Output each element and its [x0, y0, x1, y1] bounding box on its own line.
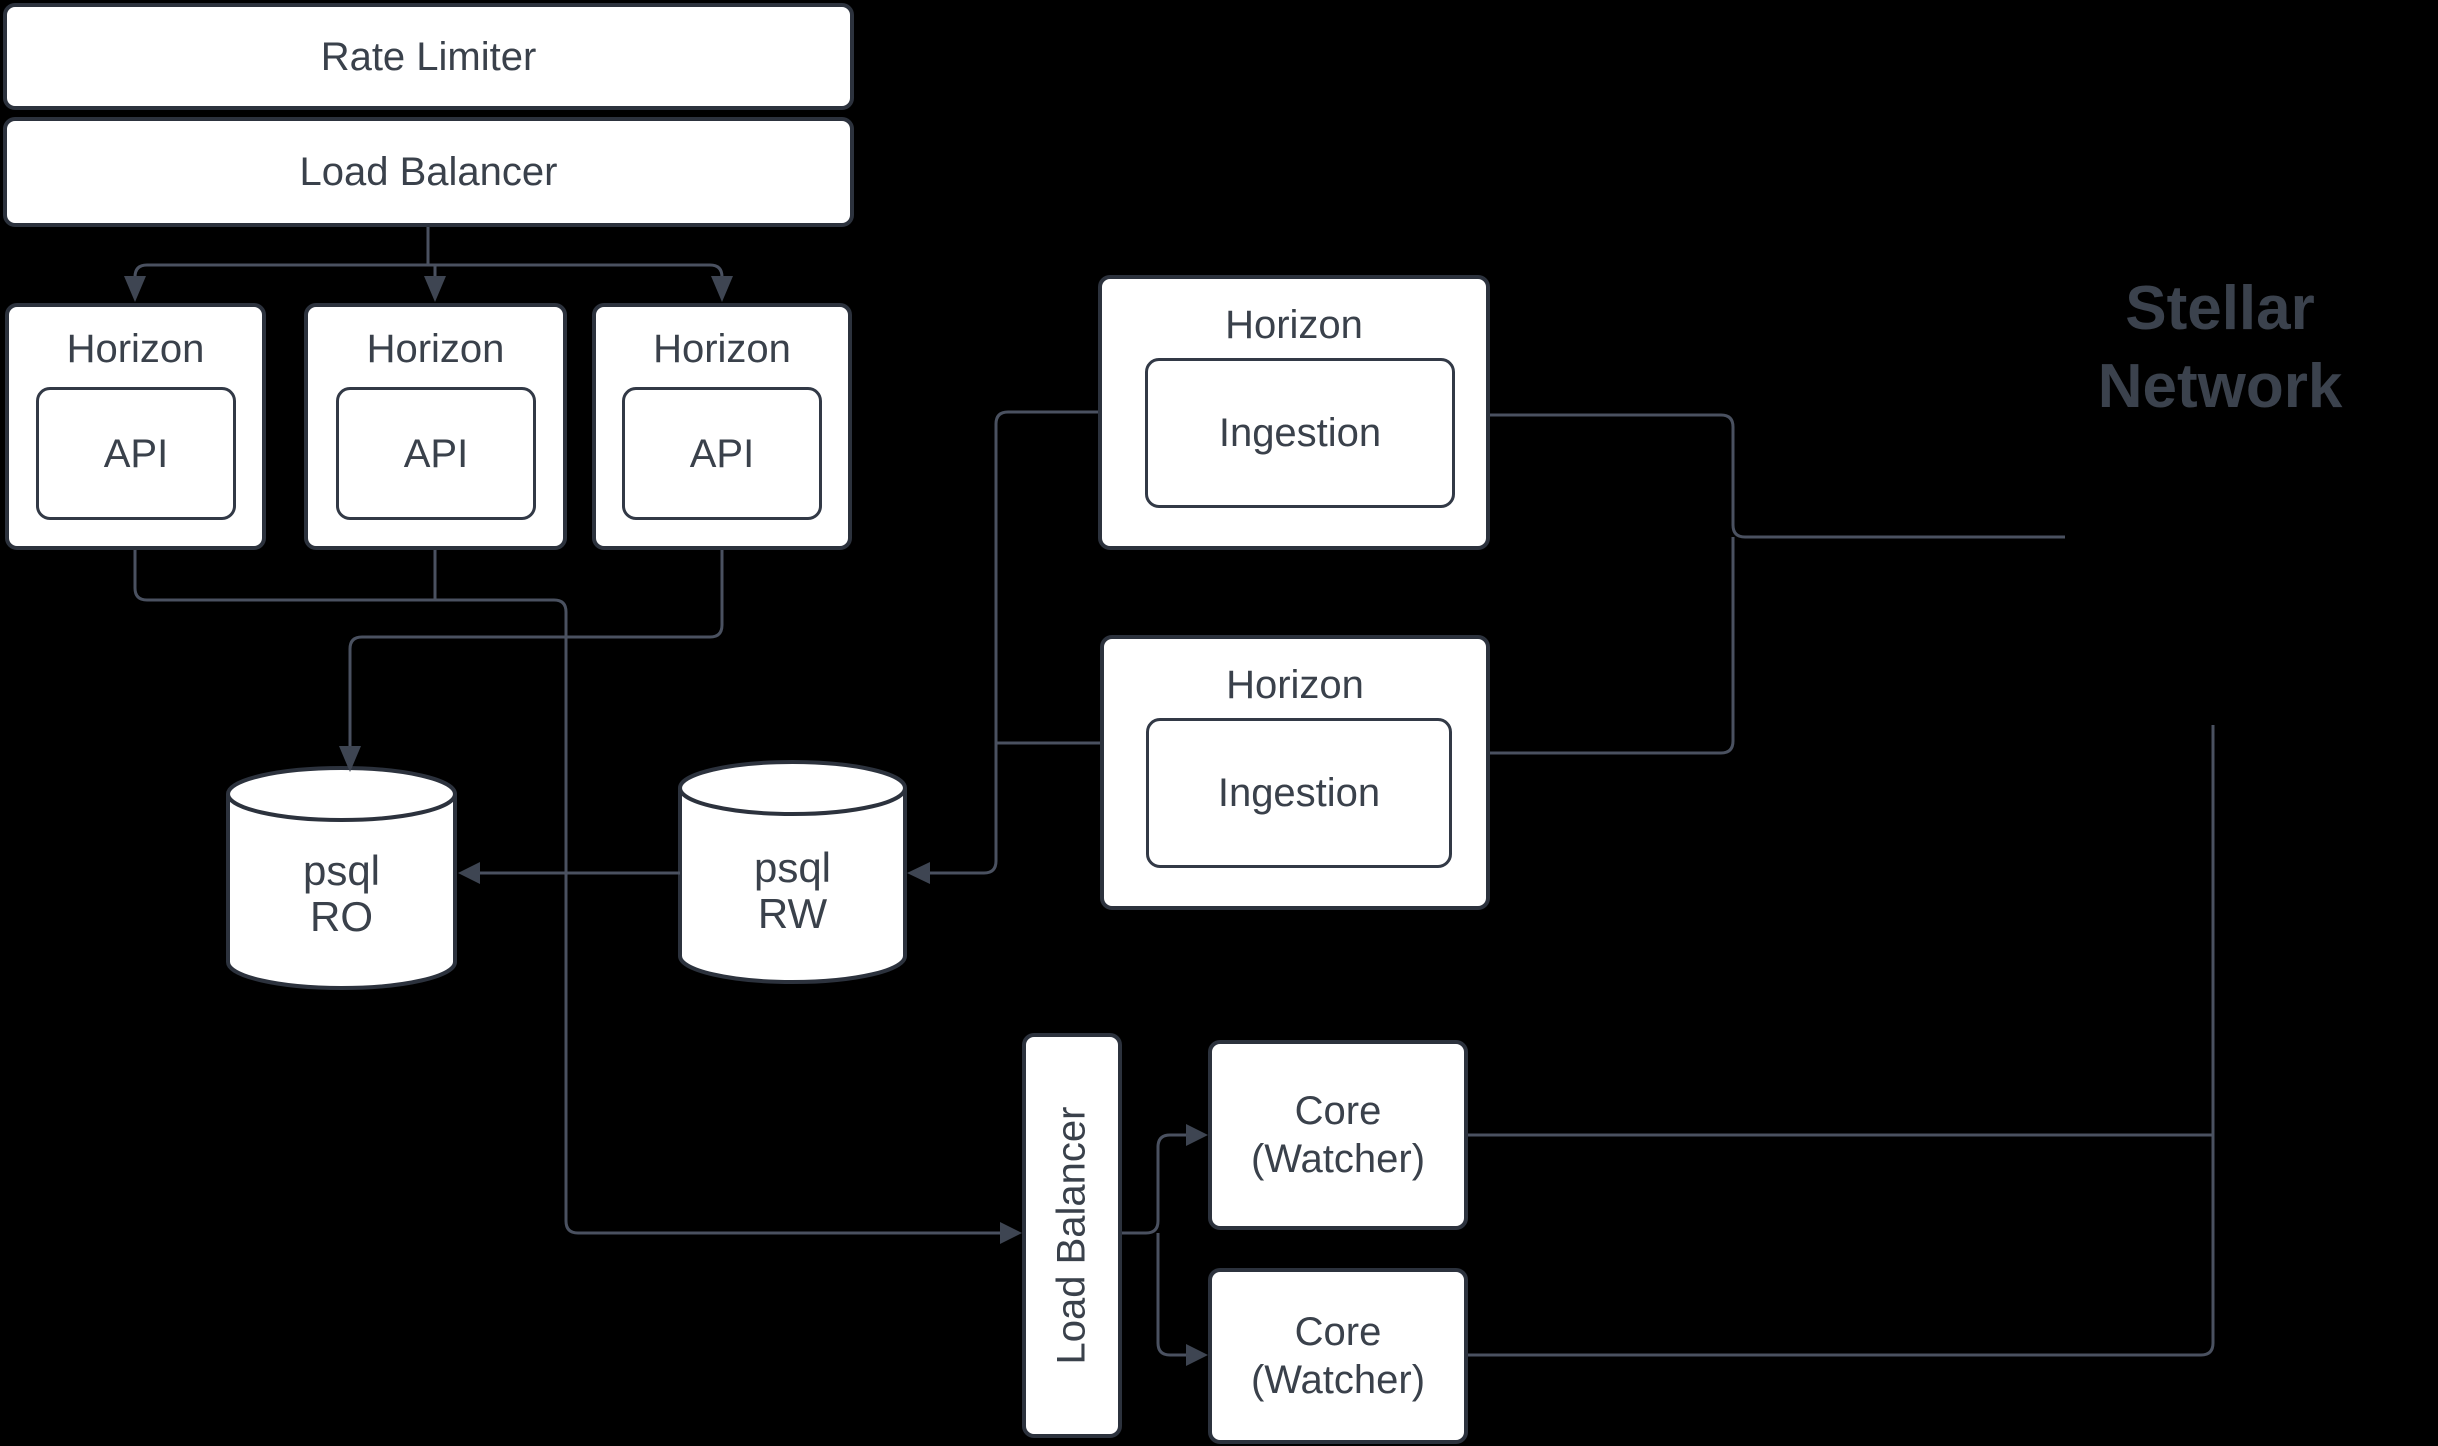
- edge-ingestion2-to-network: [1490, 537, 1735, 755]
- core-watcher-2-node: Core (Watcher): [1208, 1268, 1468, 1444]
- horizon-api-1-label: Horizon: [66, 327, 205, 371]
- core-watcher-2-line1: Core: [1294, 1310, 1382, 1354]
- horizon-ingestion-2-node: Horizon Ingestion: [1100, 635, 1490, 910]
- api-1-label: API: [103, 431, 169, 476]
- psql-rw-label-line2: RW: [757, 890, 828, 937]
- horizon-api-2-inner-box: API: [336, 387, 536, 520]
- edge-lb-to-core1: [1122, 1133, 1186, 1235]
- ingestion-2-label: Ingestion: [1217, 771, 1381, 815]
- horizon-api-1-node: Horizon API: [5, 303, 266, 550]
- ingestion-1-label: Ingestion: [1218, 411, 1382, 455]
- edge-lb-rail: [133, 263, 724, 278]
- api-3-label: API: [689, 431, 755, 476]
- core-watcher-1-line2: (Watcher): [1250, 1137, 1426, 1181]
- horizon-api-3-inner-box: API: [622, 387, 822, 520]
- core-watcher-1-line1: Core: [1294, 1089, 1382, 1133]
- horizon-api-3-label: Horizon: [653, 327, 791, 371]
- psql-rw-label-line1: psql: [753, 844, 832, 891]
- arrowhead-into-psql-ro-top: [339, 746, 361, 772]
- arrowhead-into-core1: [1186, 1124, 1208, 1146]
- horizon-ingestion-1-label: Horizon: [1225, 303, 1363, 347]
- psql-rw-cylinder: [678, 760, 907, 984]
- rate-limiter-label: Rate Limiter: [320, 34, 537, 79]
- psql-ro-label-line2: RO: [310, 893, 373, 940]
- arrowhead-into-psql-rw: [907, 862, 930, 884]
- horizon-api-2-label: Horizon: [366, 327, 505, 371]
- edge-ingestion-to-rw: [930, 410, 1098, 875]
- load-balancer-top-label: Load Balancer: [299, 150, 558, 194]
- core-watcher-1-node: Core (Watcher): [1208, 1040, 1468, 1230]
- edge-lb-to-core2: [1156, 1233, 1186, 1357]
- psql-ro-cylinder: [226, 766, 457, 990]
- arrowhead-into-psql-ro-side: [458, 862, 480, 884]
- horizon-ingestion-1-node: Horizon Ingestion: [1098, 275, 1490, 550]
- horizon-ingestion-2-label: Horizon: [1226, 663, 1364, 707]
- psql-ro-label: psql RO: [228, 848, 455, 940]
- load-balancer-core-label: Load Balancer: [1049, 1106, 1094, 1365]
- horizon-api-2-node: Horizon API: [304, 303, 567, 550]
- edge-core2-to-network: [1468, 725, 2215, 1357]
- api-2-label: API: [403, 431, 469, 476]
- horizon-ingestion-1-inner-box: Ingestion: [1145, 358, 1455, 508]
- psql-ro-label-line1: psql: [302, 847, 381, 894]
- edge-ingestion1-to-network: [1490, 413, 2065, 539]
- arrowhead-into-horizon-3: [711, 276, 733, 302]
- arrowhead-into-horizon-2: [424, 276, 446, 302]
- psql-rw-label: psql RW: [680, 845, 905, 937]
- edge-api-to-core-lb: [133, 550, 1000, 1235]
- load-balancer-core-node: Load Balancer: [1022, 1033, 1122, 1438]
- psql-rw-cylinder-body: [678, 788, 907, 984]
- load-balancer-top-node: Load Balancer: [3, 117, 854, 227]
- edge-api-to-psql-ro: [348, 550, 724, 746]
- arrowhead-into-core2: [1186, 1344, 1208, 1366]
- psql-ro-cylinder-body: [226, 794, 457, 990]
- arrowhead-into-horizon-1: [124, 276, 146, 302]
- stellar-network-line2: Network: [2097, 352, 2343, 421]
- horizon-api-1-inner-box: API: [36, 387, 236, 520]
- stellar-network-label: Stellar Network: [2030, 270, 2410, 426]
- stellar-network-line1: Stellar: [2125, 274, 2315, 343]
- core-watcher-2-line2: (Watcher): [1250, 1358, 1426, 1402]
- psql-rw-cylinder-top: [678, 760, 907, 816]
- horizon-api-3-node: Horizon API: [592, 303, 852, 550]
- horizon-ingestion-2-inner-box: Ingestion: [1146, 718, 1452, 868]
- rate-limiter-node: Rate Limiter: [3, 3, 854, 110]
- psql-ro-cylinder-top: [226, 766, 457, 822]
- arrowhead-into-core-lb: [1000, 1222, 1022, 1244]
